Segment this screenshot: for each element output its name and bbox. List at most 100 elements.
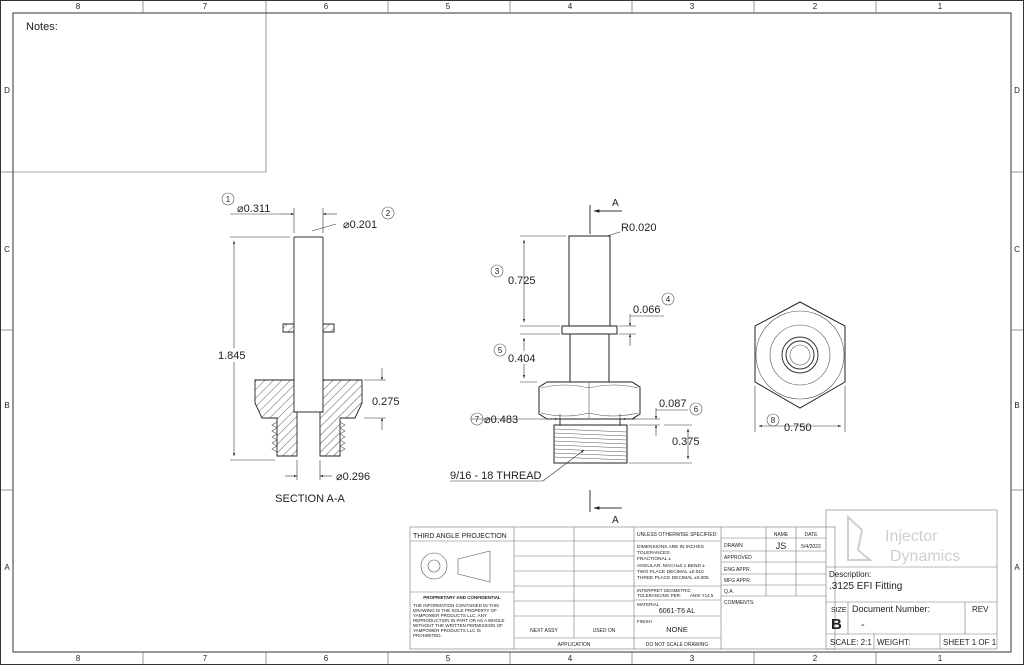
- application-label: APPLICATION: [558, 642, 591, 648]
- callout-7: 7: [475, 415, 480, 424]
- qa-label: Q.A.: [724, 589, 734, 595]
- callout-3: 3: [495, 267, 500, 276]
- callout-1: 1: [226, 195, 231, 204]
- col-label-top: 2: [813, 2, 818, 11]
- dim-hex-dia: ⌀0.483: [484, 414, 518, 426]
- section-view: 1 ⌀0.311 ⌀0.201 2 1.845 0.275 ⌀0.296 SEC…: [216, 192, 400, 505]
- description-value: .3125 EFI Fitting: [829, 581, 902, 592]
- col-label-bottom: 1: [938, 654, 943, 663]
- document-number-label: Document Number:: [852, 604, 930, 614]
- finish-value: NONE: [666, 625, 688, 634]
- interpret-label: INTERPRET GEOMETRIC: [637, 588, 692, 593]
- col-label-top: 8: [76, 2, 81, 11]
- tolerance-line: THREE PLACE DECIMAL ±0.005: [637, 575, 709, 581]
- comments-label: COMMENTS:: [724, 600, 755, 606]
- section-label: SECTION A-A: [275, 493, 345, 505]
- proprietary-line: YAMPOWER PRODUCTS LLC. ANY: [413, 613, 487, 618]
- dim-relief: 0.087: [659, 398, 687, 410]
- row-label-left: C: [4, 245, 10, 254]
- col-label-bottom: 8: [76, 654, 81, 663]
- proprietary-line: PROHIBITED.: [413, 633, 442, 638]
- approved-label: APPROVED: [724, 555, 752, 561]
- col-label-top: 1: [938, 2, 943, 11]
- end-view: 8 0.750: [754, 301, 846, 434]
- col-label-bottom: 4: [568, 654, 573, 663]
- row-label-left: B: [4, 401, 9, 410]
- weight-label: WEIGHT:: [877, 638, 910, 647]
- row-label-right: D: [1014, 86, 1020, 95]
- tolerance-line: FRACTIONAL ±: [637, 556, 672, 562]
- tolerancing-standard: ANSI Y14.5: [690, 593, 714, 598]
- document-number-value: -: [861, 619, 865, 631]
- dim-hex-height: 0.275: [372, 396, 400, 408]
- dim-radius: R0.020: [621, 222, 656, 234]
- drawn-name: JS: [776, 541, 787, 551]
- dim-bore-dia: ⌀0.201: [343, 219, 377, 231]
- section-marker-bottom: A: [612, 515, 619, 526]
- tolerance-line: DIMENSIONS ARE IN INCHES: [637, 544, 704, 550]
- callout-6: 6: [694, 405, 699, 414]
- proprietary-line: REPRODUCTION IN PART OR AS A WHOLE: [413, 618, 505, 623]
- proprietary-line: YAMPOWER PRODUCTS LLC IS: [413, 628, 481, 633]
- tolerance-line: ANGULAR: MACH±0.1 BEND ±: [637, 563, 705, 569]
- col-label-top: 4: [568, 2, 573, 11]
- next-assy-label: NEXT ASSY: [530, 628, 558, 634]
- dim-neck-length: 0.404: [508, 353, 536, 365]
- sheet-label: SHEET 1 OF 1: [943, 638, 997, 647]
- projection-symbol-icon: [420, 550, 491, 583]
- drawn-label: DRAWN: [724, 543, 743, 549]
- col-label-top: 3: [690, 2, 695, 11]
- company-logo: Injector Dynamics: [847, 514, 960, 565]
- logo-text-line2: Dynamics: [890, 548, 960, 565]
- material-value: 6061-T6 AL: [659, 608, 695, 615]
- projection-title: THIRD ANGLE PROJECTION: [413, 533, 507, 540]
- row-label-right: A: [1014, 563, 1020, 572]
- notes-label: Notes:: [26, 21, 58, 33]
- dim-top-length: 0.725: [508, 275, 536, 287]
- col-label-bottom: 6: [324, 654, 329, 663]
- thread-note: 9/16 - 18 THREAD: [450, 470, 542, 482]
- eng-appr-label: ENG APPR.: [724, 567, 751, 573]
- proprietary-line: WITHOUT THE WRITTEN PERMISSION OF: [413, 623, 503, 628]
- description-label: Description:: [829, 570, 871, 579]
- dim-outer-dia: ⌀0.311: [237, 203, 270, 215]
- mfg-appr-label: MFG APPR.: [724, 578, 751, 584]
- scale-label: SCALE: 2:1: [830, 638, 872, 647]
- dim-length: 1.845: [218, 350, 246, 362]
- callout-2: 2: [386, 209, 391, 218]
- proprietary-line: THE INFORMATION CONTAINED IN THIS: [413, 603, 499, 608]
- dim-thread-dia: ⌀0.296: [336, 471, 370, 483]
- tolerance-line: TWO PLACE DECIMAL ±0.010: [637, 569, 704, 575]
- do-not-scale: DO NOT SCALE DRAWING: [646, 642, 709, 648]
- dim-flange-height: 0.066: [633, 304, 661, 316]
- row-label-left: A: [4, 563, 10, 572]
- dim-thread-length: 0.375: [672, 436, 700, 448]
- notes-box: Notes:: [13, 13, 267, 173]
- row-label-left: D: [4, 86, 10, 95]
- used-on-label: USED ON: [593, 628, 616, 634]
- tolerance-line: TOLERANCES:: [637, 550, 671, 556]
- rev-label: REV: [972, 605, 989, 614]
- logo-text-line1: Injector: [885, 528, 938, 545]
- unless-specified: UNLESS OTHERWISE SPECIFIED:: [637, 532, 718, 538]
- tolerancing-per-label: TOLERANCING PER:: [637, 593, 681, 598]
- col-label-bottom: 5: [446, 654, 451, 663]
- size-label: SIZE: [831, 607, 847, 614]
- proprietary-line: DRAWING IS THE SOLE PROPERTY OF: [413, 608, 497, 613]
- row-label-right: B: [1014, 401, 1019, 410]
- col-label-bottom: 3: [690, 654, 695, 663]
- section-marker-top: A: [612, 198, 619, 209]
- title-block: THIRD ANGLE PROJECTION PROPRIETARY AND C…: [409, 509, 998, 650]
- drawn-date: 5/4/2022: [801, 544, 821, 550]
- col-label-top: 5: [446, 2, 451, 11]
- col-label-bottom: 7: [203, 654, 208, 663]
- dim-across-flats: 0.750: [784, 422, 812, 434]
- col-label-top: 6: [324, 2, 329, 11]
- name-header: NAME: [774, 532, 789, 538]
- date-header: DATE: [805, 532, 819, 538]
- callout-8: 8: [771, 416, 776, 425]
- side-view: A A R0.020 3 0.725: [450, 198, 703, 526]
- size-value: B: [831, 616, 842, 633]
